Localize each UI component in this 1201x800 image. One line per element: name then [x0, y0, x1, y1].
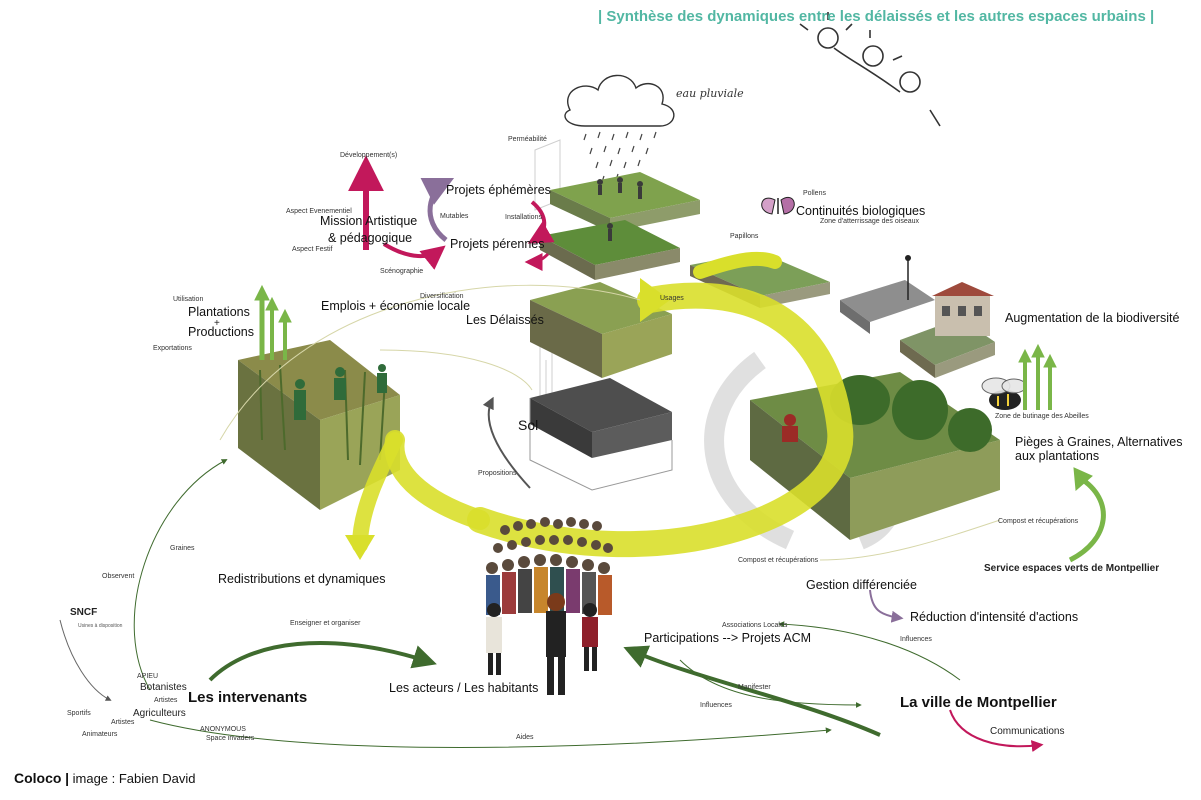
- growth-arrows: [254, 284, 1106, 563]
- label-butinage: Zone de butinage des Abeilles: [995, 413, 1089, 420]
- label-permeabilite: Perméabilité: [508, 136, 547, 143]
- label-associations: Associations Locales: [722, 622, 788, 629]
- label-anonymous: ANONYMOUS: [200, 726, 246, 733]
- label-redistributions: Redistributions et dynamiques: [218, 572, 386, 586]
- label-participations: Participations --> Projets ACM: [644, 631, 812, 645]
- label-artistes-1: Artistes: [154, 697, 178, 704]
- label-papillons: Papillons: [730, 233, 759, 240]
- label-graines: Graines: [170, 545, 195, 552]
- label-aspect-evenementiel: Aspect Evenementiel: [286, 208, 352, 215]
- label-pieges: Pièges à Graines, Alternatives: [1015, 435, 1183, 449]
- label-les-intervenants: Les intervenants: [188, 689, 308, 706]
- guide-curves: [219, 284, 1001, 561]
- crowd-illustration: [486, 517, 613, 695]
- label-exportations: Exportations: [153, 345, 192, 352]
- butterfly-icon: [761, 197, 795, 215]
- label-sportifs: Sportifs: [67, 710, 91, 717]
- label-plus: +: [214, 318, 220, 329]
- label-agriculteurs: Agriculteurs: [133, 708, 186, 719]
- label-continuites: Continuités biologiques: [796, 204, 926, 218]
- layer-projets: [540, 172, 700, 280]
- block-biodiversite: [750, 372, 1000, 540]
- label-aspect-festif: Aspect Festif: [292, 246, 333, 253]
- label-mission-artistique: Mission Artistique: [320, 214, 418, 228]
- label-observent: Observent: [102, 573, 135, 580]
- label-sol: Sol: [518, 417, 539, 433]
- block-delaisses: [530, 282, 672, 378]
- label-influences-1: Influences: [900, 636, 932, 643]
- label-usages: Usages: [660, 295, 684, 302]
- label-projets-perennes: Projets pérennes: [450, 237, 545, 251]
- label-pieges-2: aux plantations: [1015, 449, 1100, 463]
- label-sncf: SNCF: [70, 607, 98, 618]
- label-eau-pluviale: eau pluviale: [676, 87, 744, 100]
- credit-separator: |: [65, 770, 69, 786]
- label-installations: Installations: [505, 214, 542, 221]
- label-zone-atterissage: Zone d'atterrissage des oiseaux: [820, 218, 920, 225]
- label-compost-2: Compost et récupérations: [738, 557, 819, 564]
- label-utilisation: Utilisation: [173, 296, 204, 303]
- cloud-rain-icon: [564, 74, 675, 183]
- label-compost-1: Compost et récupérations: [998, 518, 1079, 525]
- block-plantations: [238, 340, 400, 510]
- label-les-delaisses: Les Délaissés: [466, 313, 544, 327]
- label-mutables: Mutables: [440, 213, 469, 220]
- label-plantations: Plantations: [188, 305, 250, 319]
- label-gestion: Gestion différenciée: [806, 578, 917, 592]
- label-projets-ephemeres: Projets éphémères: [446, 183, 551, 197]
- label-pedagogique: & pédagogique: [328, 231, 413, 245]
- label-animateurs: Animateurs: [82, 731, 118, 738]
- label-communications: Communications: [990, 726, 1065, 737]
- diagram-title: | Synthèse des dynamiques entre les déla…: [598, 8, 1155, 25]
- label-emplois: Emplois + économie locale: [321, 299, 471, 313]
- label-augmentation: Augmentation de la biodiversité: [1005, 311, 1180, 325]
- sun-icon: [799, 12, 941, 127]
- block-sol: [529, 378, 673, 491]
- label-reduction: Réduction d'intensité d'actions: [910, 610, 1079, 624]
- sketch-structure: [534, 139, 561, 420]
- label-artistes-2: Artistes: [111, 719, 135, 726]
- label-productions: Productions: [188, 325, 255, 339]
- label-propositions: Propositions: [478, 470, 517, 477]
- yellow-cycle-arrow: [345, 251, 854, 560]
- label-usines: Usines à disposition: [78, 623, 123, 629]
- image-credit: Coloco | image : Fabien David: [14, 770, 195, 786]
- label-les-acteurs: Les acteurs / Les habitants: [389, 681, 539, 695]
- label-developpement: Développement(s): [340, 152, 398, 159]
- label-la-ville: La ville de Montpellier: [900, 694, 1057, 711]
- label-botanistes: Botanistes: [140, 682, 187, 693]
- credit-author: image : Fabien David: [72, 771, 196, 786]
- label-pollens: Pollens: [803, 190, 826, 197]
- label-service-espaces-verts: Service espaces verts de Montpellier: [984, 563, 1160, 574]
- bee-icon: [981, 377, 1027, 410]
- label-diversification: Diversification: [420, 293, 464, 300]
- credit-brand: Coloco: [14, 770, 62, 786]
- label-space-invaders: Space invaders: [206, 735, 255, 742]
- label-manifester: Manifester: [738, 684, 771, 691]
- label-influences-2: Influences: [700, 702, 732, 709]
- label-apieu: APIEU: [137, 673, 159, 680]
- label-scenographie: Scénographie: [380, 268, 424, 275]
- stakeholder-arrows: [59, 396, 1044, 752]
- mission-arrows: [348, 155, 555, 271]
- layer-urban: [840, 255, 995, 378]
- label-aides: Aides: [516, 734, 534, 741]
- label-enseigner: Enseigner et organiser: [290, 620, 361, 627]
